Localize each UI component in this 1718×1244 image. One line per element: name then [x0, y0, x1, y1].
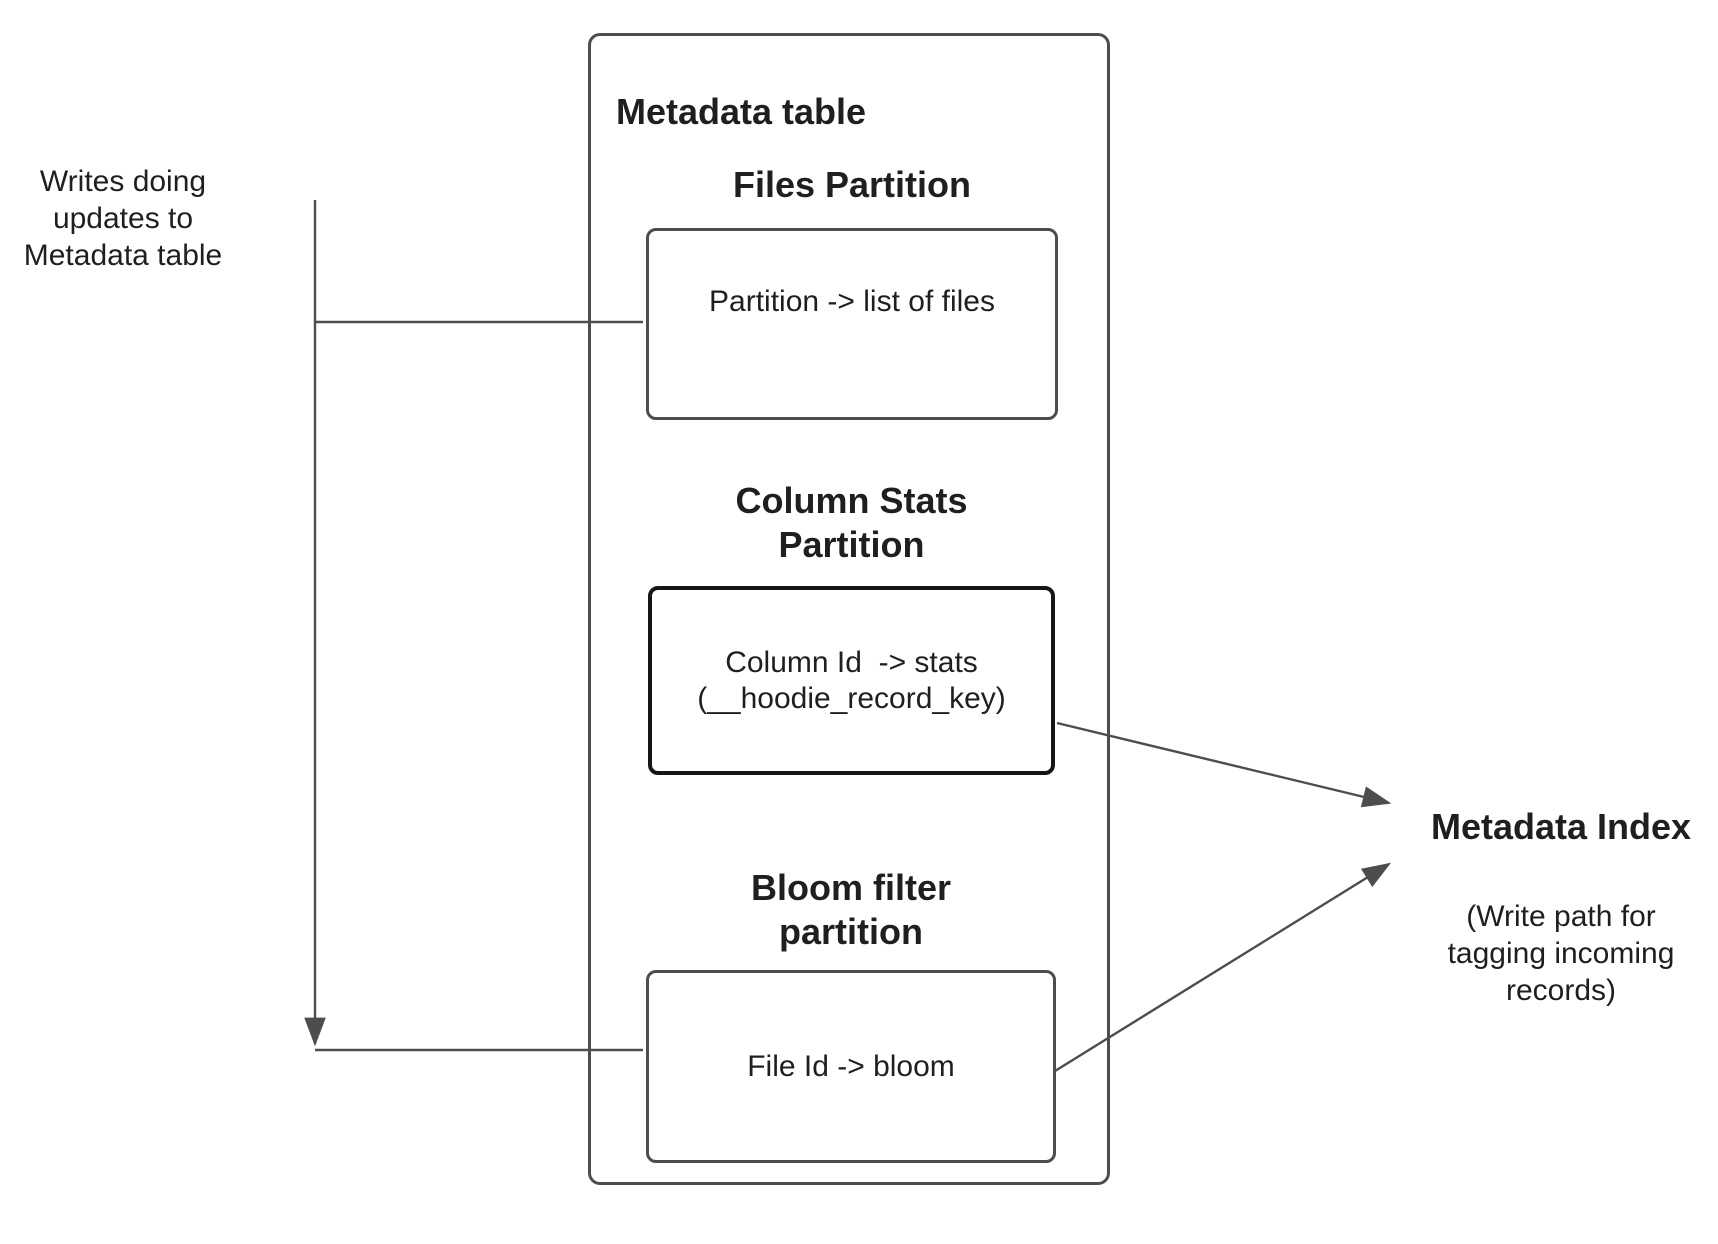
metadata-index-subtitle: (Write path for tagging incoming records…: [1447, 900, 1675, 1007]
column-stats-partition-heading: Column Stats Partition: [735, 480, 968, 565]
metadata-table-container: Metadata table Files Partition Partition…: [588, 33, 1110, 1185]
column-stats-partition-box: Column Id -> stats (__hoodie_record_key): [648, 586, 1055, 775]
metadata-table-title: Metadata table: [616, 91, 867, 132]
files-partition-heading: Files Partition: [732, 164, 972, 205]
bloom-filter-partition-box: File Id -> bloom: [646, 970, 1056, 1163]
writes-updates-note: Writes doing updates to Metadata table: [23, 165, 223, 272]
files-partition-box: Partition -> list of files: [646, 228, 1058, 420]
bloom-filter-partition-heading: Bloom filter partition: [750, 867, 951, 952]
metadata-index-title: Metadata Index: [1430, 806, 1692, 847]
